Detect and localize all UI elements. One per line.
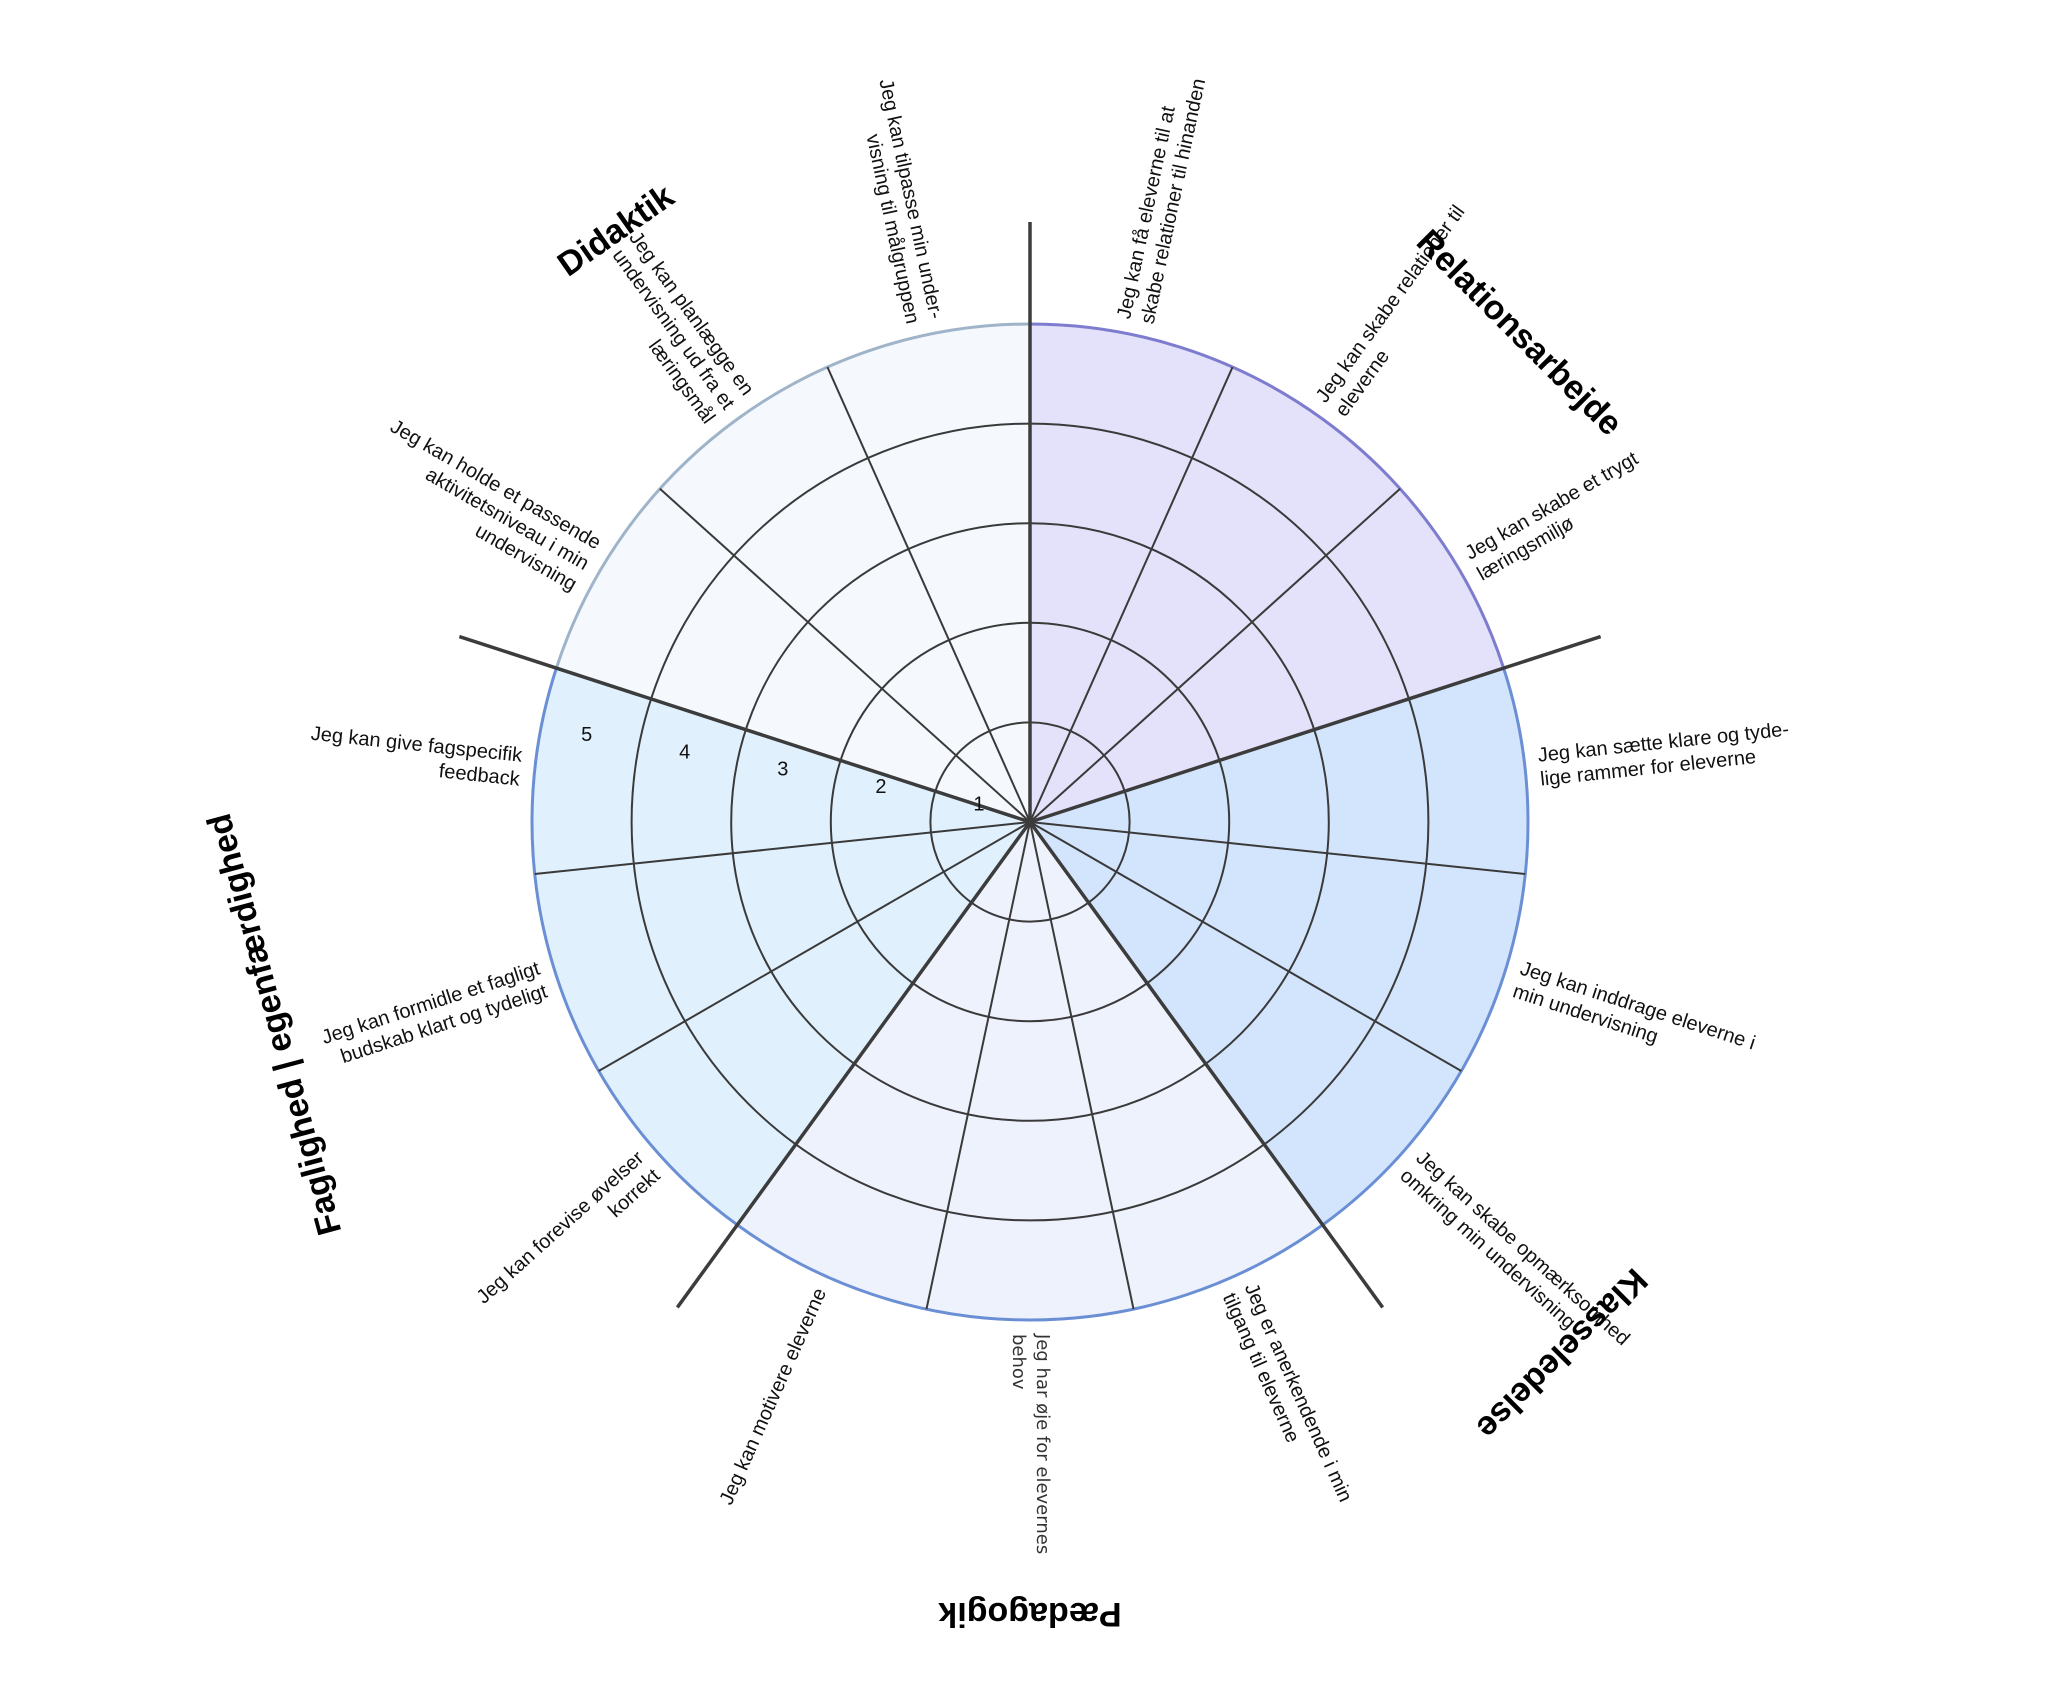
divider-4 [458,634,1031,824]
divider-1 [1029,634,1602,824]
rim-didaktik [554,322,1031,669]
sector-faglighed [532,668,1030,1225]
item-label-4: Jeg kan sætte klare og tyde-lige rammer … [1537,719,1790,791]
scale-number-3: 3 [777,759,788,781]
item-label-line: behov [1008,1334,1029,1390]
category-dividers [458,222,1602,1309]
outer-rim [530,322,1530,1322]
item-label-line: Jeg kan skabe et trygt [1462,447,1643,564]
rim-relationsarbejde [1029,322,1506,669]
spoke-10 [598,821,1031,1072]
item-label-line: Jeg kan planlægge en [624,228,757,400]
scale-number-4: 4 [679,741,690,763]
item-label-9: Jeg kan motivere eleverne [716,1285,832,1508]
item-label-13: Jeg kan holde et passendeaktivitetsnivea… [386,416,604,596]
category-label-paedagogik: Pædagogik [938,1595,1121,1633]
spoke-7 [1029,821,1135,1310]
scale-number-2: 2 [875,776,886,798]
category-label-relationsarbejde: Relationsarbejde [1409,222,1630,443]
item-label-line: Jeg har øje for elevernes [1032,1333,1053,1554]
rim-faglighed [530,667,739,1227]
item-label-line: Jeg kan give fagspecifik [310,723,524,767]
rim-klasseledelse [1321,667,1530,1227]
sector-relationsarbejde [1030,324,1504,822]
spoke-11 [534,821,1031,876]
spoke-5 [1029,821,1462,1072]
spoke-1 [1029,366,1234,823]
spoke-8 [925,821,1031,1310]
item-label-line: omkring min undervisning [1396,1165,1580,1334]
sector-klasseledelse [1030,668,1528,1225]
category-label-faglighed: Faglighed | egenfærdighed [200,810,349,1240]
item-label-line: Jeg kan motivere eleverne [716,1285,832,1508]
spoke-4 [1029,821,1526,876]
spoke-13 [659,488,1031,823]
item-label-line: Jeg kan forevise øvelser [473,1147,649,1309]
scale-numbers: 1 2 3 4 5 [581,724,984,815]
divider-2 [1028,820,1385,1309]
category-sectors [532,324,1528,1320]
scale-number-5: 5 [581,724,592,746]
spoke-2 [1029,488,1401,823]
scale-number-1: 1 [973,793,984,815]
sector-didaktik [556,324,1030,822]
divider-3 [675,820,1032,1309]
rim-paedagogik [736,1223,1324,1322]
spoke-14 [826,366,1031,823]
item-label-line: Jeg er anerkendende i min [1240,1280,1356,1505]
sector-paedagogik [737,822,1323,1320]
item-label-15: Jeg kan tilpasse min under-visning til m… [862,77,947,326]
